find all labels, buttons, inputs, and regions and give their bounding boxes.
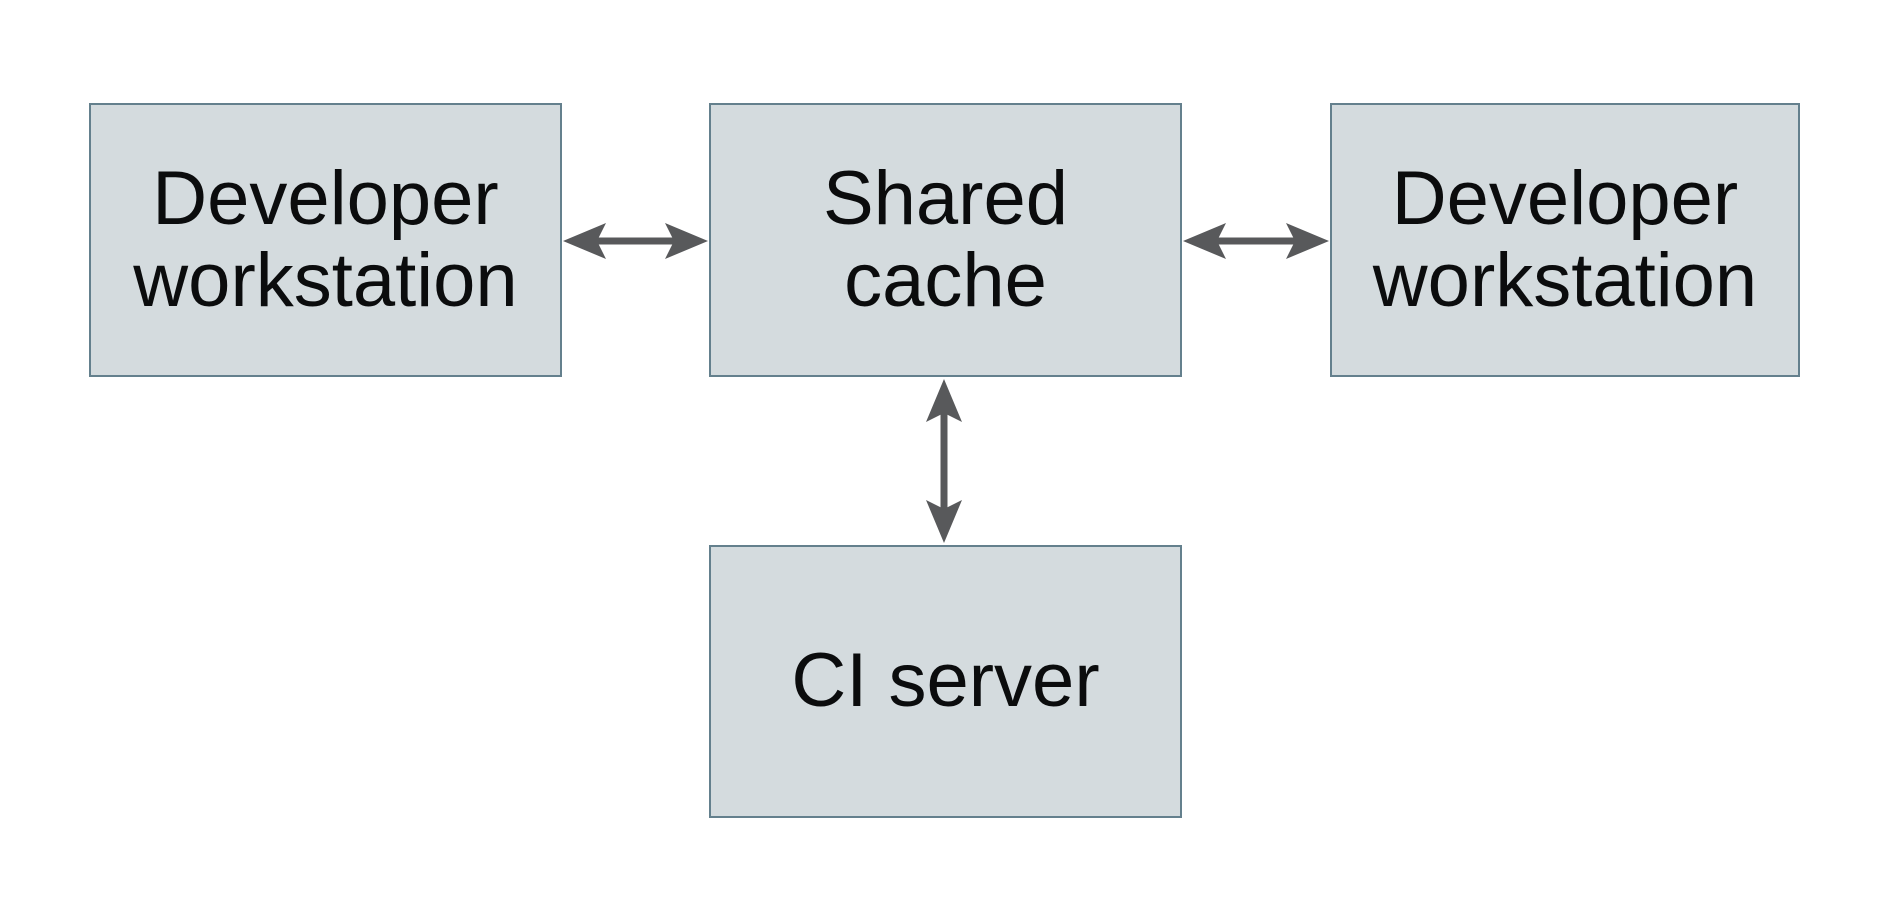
bidirectional-arrow-cache-ci-icon [926, 379, 962, 543]
bidirectional-arrow-left-cache-icon [563, 223, 708, 259]
node-shared-cache: Shared cache [709, 103, 1182, 377]
node-label-ci-server: CI server [791, 638, 1100, 724]
node-developer-workstation-right: Developer workstation [1330, 103, 1800, 377]
node-label-shared-cache: Shared cache [822, 155, 1069, 323]
node-label-developer-workstation-right: Developer workstation [1372, 155, 1758, 323]
node-developer-workstation-left: Developer workstation [89, 103, 562, 377]
bidirectional-arrow-cache-right-icon [1183, 223, 1329, 259]
node-ci-server: CI server [709, 545, 1182, 818]
node-label-developer-workstation-left: Developer workstation [133, 155, 518, 323]
